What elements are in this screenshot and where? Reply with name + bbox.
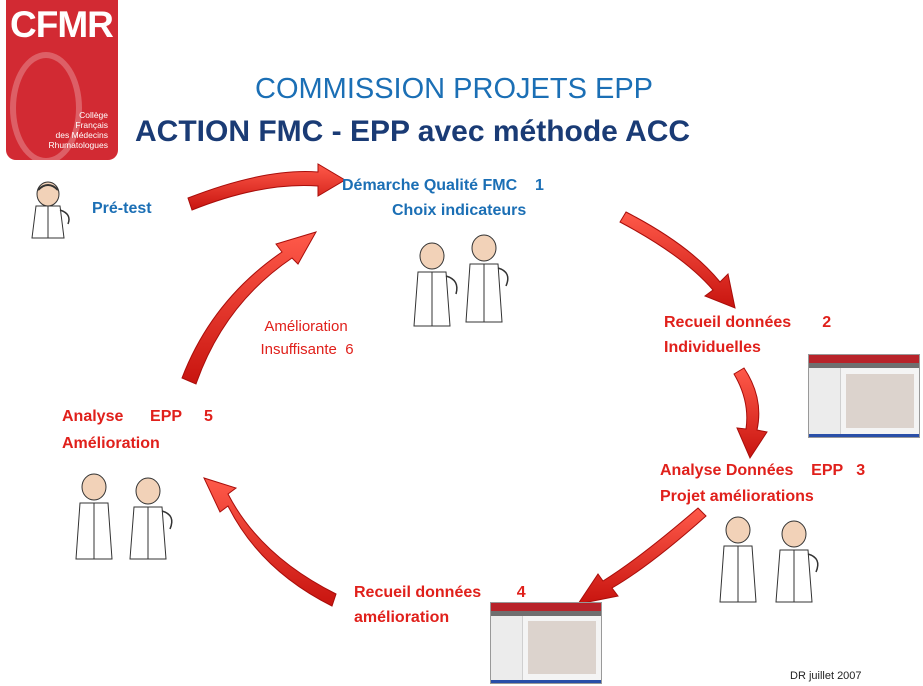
step6-label-line1: Amélioration	[264, 318, 348, 335]
step2-label-line1: Recueil données 2	[664, 314, 832, 331]
step3-label-line1: Analyse Données EPP 3	[660, 462, 866, 479]
pretest-label: Pré-test	[92, 200, 152, 217]
step4-label-line1: Recueil données 4	[354, 584, 526, 601]
screenshot-thumbnail	[808, 354, 920, 438]
logo-line-3: des Médecins	[55, 130, 108, 140]
screenshot-thumbnail	[490, 602, 602, 684]
arrow-step3-to-step4	[576, 507, 707, 605]
arrow-step5-to-step1	[181, 231, 318, 385]
logo-line-1: Collège	[79, 110, 108, 120]
doctor-pair-icon	[413, 234, 509, 327]
logo-decoration	[10, 52, 82, 160]
arrow-step2-to-step3	[733, 367, 768, 460]
step5-label-line2: Amélioration	[62, 435, 160, 452]
doctor-icon	[31, 181, 70, 239]
arrow-step4-to-step5	[203, 477, 337, 607]
logo-line-2: Français	[75, 120, 108, 130]
doctor-pair-icon	[719, 516, 819, 603]
step6-label-line2: Insuffisante 6	[260, 341, 354, 358]
doctor-pair-icon	[75, 473, 173, 560]
footer-credit: DR juillet 2007	[790, 670, 862, 682]
step2-label-line2: Individuelles	[664, 339, 761, 356]
page-subtitle: ACTION FMC - EPP avec méthode ACC	[135, 115, 691, 148]
step1-label-line1: Démarche Qualité FMC 1	[342, 177, 544, 194]
logo-line-4: Rhumatologues	[48, 140, 108, 150]
step1-label-line2: Choix indicateurs	[392, 202, 527, 219]
page-title: COMMISSION PROJETS EPP	[255, 73, 653, 105]
cfmr-logo: CFMR Collège Français des Médecins Rhuma…	[6, 0, 118, 160]
arrow-step1-to-step2	[619, 211, 736, 309]
step3-label-line2: Projet améliorations	[660, 488, 814, 505]
arrow-pretest-to-step1	[187, 163, 346, 211]
step5-label-line1: Analyse EPP 5	[62, 408, 213, 425]
step4-label-line2: amélioration	[354, 609, 450, 626]
logo-brand: CFMR	[10, 4, 114, 45]
